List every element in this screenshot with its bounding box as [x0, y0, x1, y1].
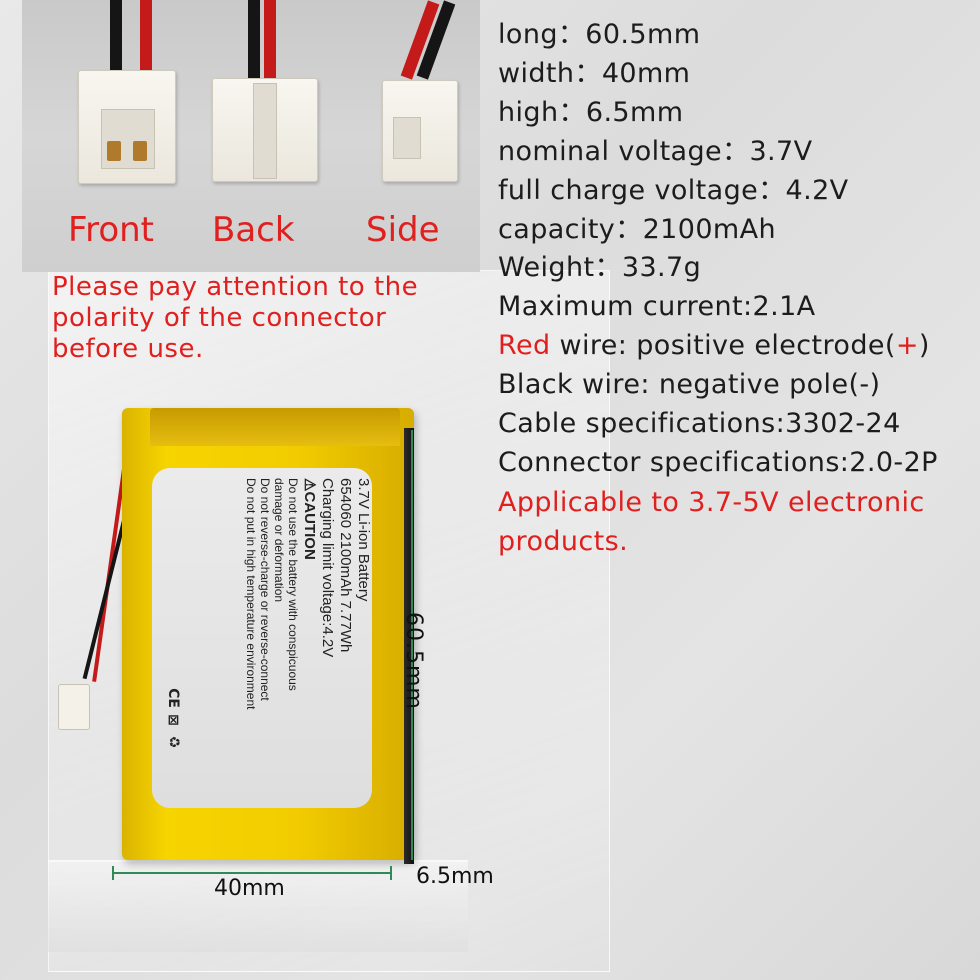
red-wire-text: wire: positive electrode(	[550, 330, 896, 362]
spec-width: width：40mm	[498, 57, 691, 89]
back-red-wire	[264, 0, 276, 80]
front-plug	[78, 70, 176, 184]
spec-long: long：60.5mm	[498, 19, 701, 50]
plus-sign: +	[895, 330, 919, 362]
weee-bin-icon: ⊠	[164, 714, 181, 726]
connector-photo-panel: Front Back Side	[22, 0, 480, 272]
battery-label	[152, 468, 372, 808]
label-caution: ⚠CAUTION	[301, 478, 318, 560]
spec-max-current: Maximum current:2.1A	[498, 291, 816, 323]
spec-black-wire: Black wire: negative pole(-)	[498, 369, 881, 401]
label-note-3: Do not reverse-charge or reverse-connect	[258, 478, 272, 701]
width-dimension-tick-left	[112, 866, 114, 880]
battery-label-text: 3.7V Li-ion Battery 654060 2100mAh 7.77W…	[162, 478, 372, 798]
battery-top-seal	[150, 408, 400, 446]
front-plug-pin-right	[133, 141, 147, 161]
label-line-model: 654060 2100mAh 7.77Wh	[337, 478, 354, 653]
length-dimension-label: 60.5mm	[401, 612, 426, 710]
spec-nominal-voltage: nominal voltage：3.7V	[498, 135, 813, 167]
spec-weight: Weight：33.7g	[498, 252, 702, 284]
ce-mark-icon: CE	[165, 688, 181, 708]
side-plug	[382, 80, 458, 182]
depth-dimension-label: 6.5mm	[416, 864, 494, 889]
label-note-2: damage or deformation	[272, 478, 286, 603]
spec-high: high：6.5mm	[498, 96, 684, 128]
red-word: Red	[498, 330, 551, 362]
length-dimension-line	[411, 430, 413, 860]
label-note-4: Do not put in high temperature environme…	[244, 478, 258, 710]
label-front: Front	[68, 210, 154, 250]
label-note-1: Do not use the battery with conspicuous	[286, 478, 300, 691]
battery-jst-plug	[58, 684, 90, 730]
width-dimension-tick-right	[390, 866, 392, 880]
spec-list: long：60.5mm width：40mm high：6.5mm nomina…	[498, 16, 968, 561]
acrylic-stand-base	[48, 860, 468, 952]
label-line-type: 3.7V Li-ion Battery	[355, 478, 372, 602]
label-back: Back	[212, 210, 295, 250]
width-dimension-label: 40mm	[214, 876, 285, 901]
recycle-icon: ♻	[165, 735, 181, 749]
polarity-warning: Please pay attention to the polarity of …	[52, 272, 419, 364]
back-plug-ridge	[253, 83, 277, 179]
front-black-wire	[110, 0, 122, 80]
back-plug	[212, 78, 318, 182]
spec-applicable: Applicable to 3.7-5V electronic products…	[498, 486, 925, 557]
spec-cable: Cable specifications:3302-24	[498, 408, 901, 440]
battery-side-edge	[404, 428, 414, 864]
spec-connector: Connector specifications:2.0-2P	[498, 446, 938, 478]
red-wire-close: )	[918, 330, 930, 362]
spec-full-charge-voltage: full charge voltage：4.2V	[498, 174, 849, 206]
label-line-charge-limit: Charging limit voltage:4.2V	[319, 478, 336, 658]
spec-red-wire: Red wire: positive electrode(+)	[498, 327, 968, 366]
back-black-wire	[248, 0, 260, 80]
label-side: Side	[366, 210, 440, 250]
spec-capacity: capacity：2100mAh	[498, 213, 776, 245]
front-red-wire	[140, 0, 152, 80]
width-dimension-line	[112, 872, 392, 874]
side-plug-notch	[393, 117, 421, 159]
certification-marks: CE ⊠ ♻	[158, 688, 188, 800]
front-plug-pin-left	[107, 141, 121, 161]
